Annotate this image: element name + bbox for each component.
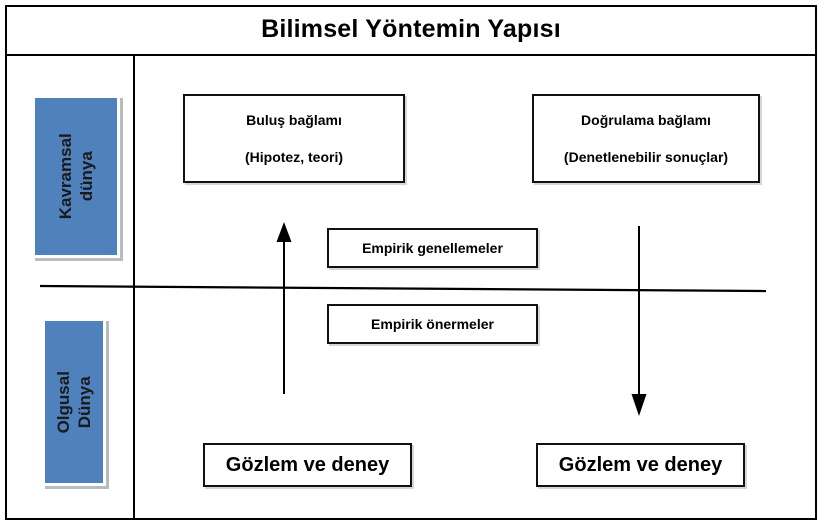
box-bulus-baglami: Buluş bağlamı (Hipotez, teori) <box>183 94 405 183</box>
box-bulus-line2: (Hipotez, teori) <box>245 148 343 165</box>
title-band: Bilimsel Yöntemin Yapısı <box>5 5 817 56</box>
box-gozlem-ve-deney-right: Gözlem ve deney <box>536 443 745 487</box>
box-bulus-line1: Buluş bağlamı <box>246 111 342 128</box>
horizontal-divider <box>40 282 766 294</box>
box-dogrulama-baglami: Doğrulama bağlamı (Denetlenebilir sonuçl… <box>532 94 760 183</box>
vertical-divider <box>133 56 135 520</box>
box-empirik-onermeler-label: Empirik önermeler <box>371 315 494 332</box>
box-gozlem-left-label: Gözlem ve deney <box>225 454 390 476</box>
box-gozlem-right-label: Gözlem ve deney <box>558 454 723 476</box>
diagram-frame <box>5 5 817 520</box>
arrow-up-icon <box>272 222 296 394</box>
box-dogrulama-line1: Doğrulama bağlamı <box>581 111 711 128</box>
world-label-kavramsal-dunya: Kavramsal dünya <box>32 95 120 258</box>
arrow-down-icon <box>627 226 651 416</box>
box-dogrulama-line2: (Denetlenebilir sonuçlar) <box>563 148 729 165</box>
world-label-olgusal-text: Olgusal Dünya <box>53 370 95 434</box>
box-empirik-genellemeler: Empirik genellemeler <box>327 228 538 268</box>
box-gozlem-ve-deney-left: Gözlem ve deney <box>203 443 412 487</box>
page-title: Bilimsel Yöntemin Yapısı <box>261 15 561 43</box>
world-label-olgusal-dunya: Olgusal Dünya <box>42 318 106 486</box>
world-label-kavramsal-text: Kavramsal dünya <box>55 133 97 220</box>
box-empirik-onermeler: Empirik önermeler <box>327 304 538 344</box>
box-empirik-genellemeler-label: Empirik genellemeler <box>362 239 503 256</box>
